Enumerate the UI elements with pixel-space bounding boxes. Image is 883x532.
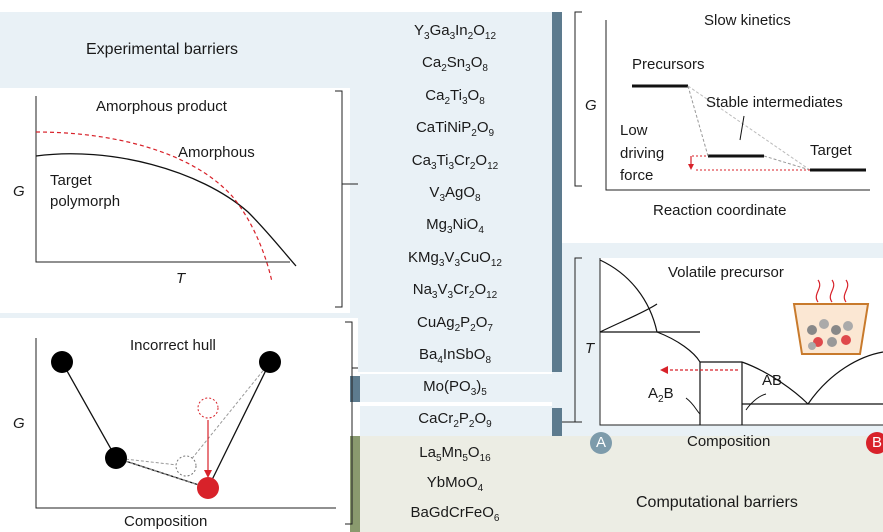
- kinetics-plot: [605, 20, 870, 191]
- kinetics-y-axis-label: G: [585, 97, 597, 114]
- amorphous-title: Amorphous product: [96, 98, 227, 115]
- hull-formula-band: [360, 374, 552, 402]
- hull-grey-dashed-point: [175, 455, 197, 477]
- liquidus-left-a: [599, 259, 658, 333]
- experimental-formula: Y3Ga3In2O12: [413, 22, 497, 42]
- hull-bracket: [345, 321, 358, 525]
- amorphous-x-axis-label: T: [176, 270, 186, 287]
- computational-formula: BaGdCrFeO6: [410, 504, 500, 524]
- amorphous-curve-label: Amorphous: [178, 144, 255, 161]
- kinetics-formula-band: [360, 406, 552, 436]
- phase-a2b-label: A2B: [648, 385, 674, 405]
- amorphous-panel-bg: [0, 88, 350, 313]
- hull-bar: [350, 376, 360, 402]
- kinetics-bracket: [574, 11, 582, 187]
- experimental-formula: Ca2Ti3O8: [425, 86, 485, 107]
- experimental-formula: Ca2Sn3O8: [422, 54, 488, 75]
- hull-point-2: [105, 447, 127, 469]
- amorphous-curve: [35, 131, 273, 283]
- phase-ab-label: AB: [762, 372, 783, 389]
- kinetics-x-axis-label: Reaction coordinate: [653, 202, 787, 219]
- amorphous-bracket: [335, 90, 358, 308]
- target-label-1: Target: [50, 172, 92, 189]
- hull-formula: Mo(PO3)5: [423, 378, 487, 398]
- kinetics-bar: [552, 408, 562, 436]
- computational-formula: La5Mn5O16: [419, 444, 491, 464]
- computational-barriers-header: Computational barriers: [636, 494, 798, 511]
- experimental-formula: CuAg2P2O7: [417, 313, 493, 334]
- intermediates-pointer: [739, 115, 745, 141]
- driving-force-label-3: force: [620, 167, 654, 184]
- hull-y-axis-label: G: [13, 415, 25, 432]
- target-level-label: Target: [810, 142, 852, 159]
- computational-formula: YbMoO4: [426, 474, 484, 494]
- volatile-title: Volatile precursor: [668, 264, 784, 281]
- driving-force-label-2: driving: [620, 145, 665, 162]
- incorrect-hull-line: [115, 361, 271, 467]
- intermediates-label: Stable intermediates: [706, 94, 843, 111]
- experimental-formula: KMg3V3CuO12: [408, 248, 502, 269]
- kinetics-formula: CaCr2P2O9: [418, 410, 492, 430]
- hull-point-1: [51, 351, 73, 373]
- target-polymorph-curve: [35, 153, 297, 267]
- volatile-plot: [599, 258, 883, 426]
- experimental-barriers-header: Experimental barriers: [86, 41, 239, 58]
- volatile-y-axis-label: T: [585, 340, 595, 357]
- kinetics-title: Slow kinetics: [704, 12, 791, 29]
- experimental-formula: V3AgO8: [429, 184, 481, 204]
- amorphous-y-axis-label: G: [13, 183, 25, 200]
- hull-point-red: [197, 477, 219, 499]
- precursors-label: Precursors: [632, 56, 705, 73]
- hull-plot: [35, 338, 336, 509]
- experimental-formula: CaTiNiP2O9: [415, 119, 495, 140]
- vapor-wave-3: [843, 279, 849, 303]
- true-hull-line: [61, 361, 271, 489]
- hull-red-dashed-point: [197, 397, 219, 419]
- vapor-wave-1: [815, 279, 821, 303]
- experimental-formula: Na3V3Cr2O12: [412, 281, 498, 302]
- kinetics-axes: [605, 20, 870, 191]
- experimental-formula: Ca3Ti3Cr2O12: [411, 151, 499, 172]
- volatile-axes: [599, 258, 883, 426]
- experimental-bar: [552, 12, 562, 372]
- hull-title: Incorrect hull: [130, 337, 216, 354]
- endpoint-a-badge: A: [590, 432, 612, 454]
- computational-bar: [350, 436, 360, 532]
- liquidus-left-b: [599, 303, 658, 333]
- endpoint-b-badge: B: [866, 432, 883, 454]
- amorphous-plot: [35, 96, 297, 283]
- experimental-formula: Mg3NiO4: [426, 216, 484, 237]
- volatile-x-axis-label: Composition: [687, 433, 771, 450]
- computational-band: [360, 436, 883, 532]
- kinetics-panel-bg: [552, 0, 883, 243]
- target-label-2: polymorph: [50, 193, 121, 210]
- driving-force-label-1: Low: [620, 122, 648, 139]
- experimental-formula: Ba4InSbO8: [418, 346, 491, 366]
- vapor-wave-2: [829, 279, 835, 303]
- hull-axes: [35, 338, 336, 509]
- hull-point-4: [259, 351, 281, 373]
- volatile-bracket: [562, 257, 582, 423]
- hull-x-axis-label: Composition: [124, 513, 208, 530]
- amorphous-axes: [35, 96, 290, 263]
